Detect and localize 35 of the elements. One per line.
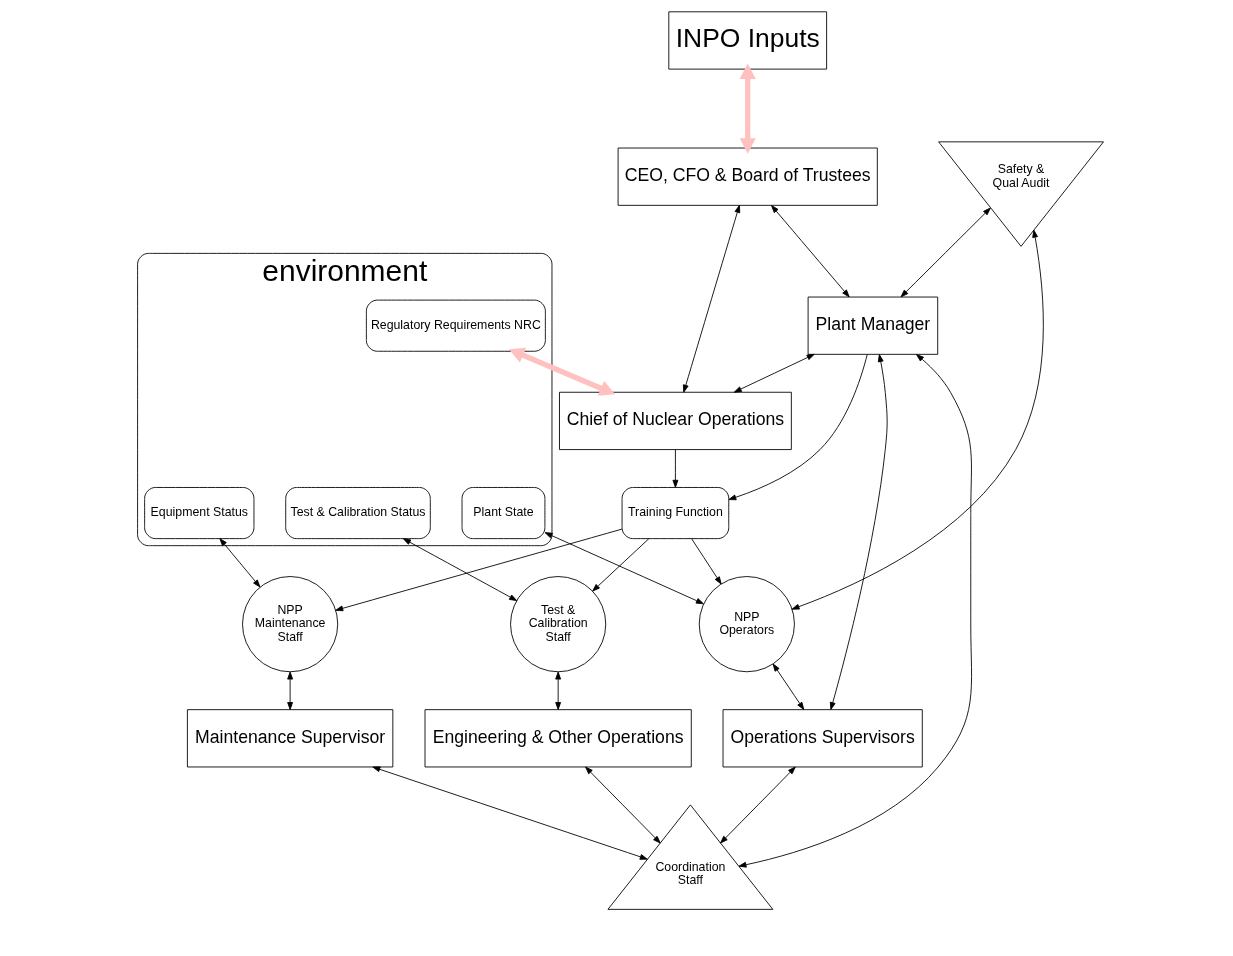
arrow [371, 766, 648, 860]
arrow [791, 229, 1044, 610]
arrow [719, 766, 796, 844]
arrow [334, 528, 622, 612]
arrow [738, 354, 972, 868]
arrow [682, 204, 740, 393]
node-box: Training Function [621, 487, 729, 540]
node-box: Plant State [461, 487, 545, 540]
node-box: Test & Calibration Status [284, 487, 431, 540]
node-box: Plant Manager [807, 296, 938, 355]
arrow [772, 663, 804, 710]
arrow [733, 353, 815, 393]
arrow [591, 538, 649, 592]
arrow [402, 538, 517, 602]
node-box: Maintenance Supervisor [186, 709, 393, 768]
arrow [544, 532, 704, 605]
node-box: CEO, CFO & Board of Trustees [617, 147, 878, 206]
arrow [770, 205, 850, 298]
node-box: INPO Inputs [667, 11, 827, 70]
node-box: Chief of Nuclear Operations [558, 391, 792, 450]
arrow [508, 347, 615, 396]
arrow [690, 538, 722, 585]
arrow [727, 353, 868, 501]
arrow [218, 538, 260, 588]
arrow [739, 63, 756, 154]
node-box: Operations Supervisors [722, 709, 923, 768]
arrow [286, 671, 293, 710]
arrow [829, 354, 888, 710]
node-box: Equipment Status [143, 487, 254, 540]
arrow [554, 671, 561, 710]
arrow [900, 207, 991, 298]
arrow [584, 766, 661, 844]
arrow [672, 449, 678, 488]
node-box: Regulatory Requirements NRC [365, 299, 546, 352]
node-box: Engineering & Other Operations [424, 709, 692, 768]
